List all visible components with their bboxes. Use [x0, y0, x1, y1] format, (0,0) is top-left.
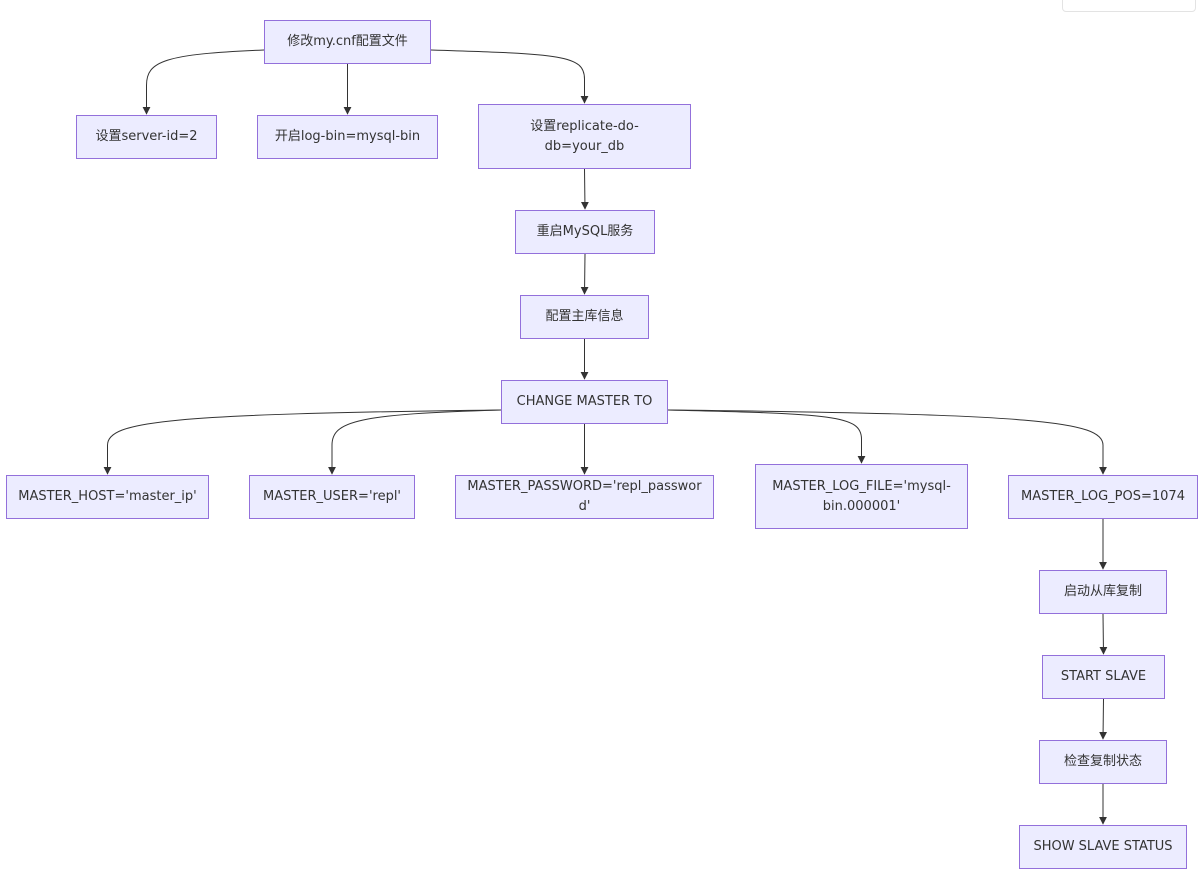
node-start-replication[interactable]: 启动从库复制	[1039, 570, 1167, 614]
node-master-user[interactable]: MASTER_USER='repl'	[249, 475, 415, 519]
node-label: 设置server-id=2	[95, 129, 198, 144]
node-edit-cnf[interactable]: 修改my.cnf配置文件	[264, 20, 431, 64]
node-replicate-do-db[interactable]: 设置replicate-do- db=your_db	[478, 104, 691, 169]
node-check-status[interactable]: 检查复制状态	[1039, 740, 1167, 784]
node-label: 设置replicate-do- db=your_db	[530, 118, 639, 154]
node-label: MASTER_LOG_POS=1074	[1021, 489, 1185, 504]
node-master-password[interactable]: MASTER_PASSWORD='repl_password'	[455, 475, 714, 519]
node-server-id[interactable]: 设置server-id=2	[76, 115, 217, 159]
edge-edit-cnf-to-server-id	[142, 49, 265, 115]
node-restart-mysql[interactable]: 重启MySQL服务	[515, 210, 655, 254]
node-config-master[interactable]: 配置主库信息	[520, 295, 649, 339]
node-log-bin[interactable]: 开启log-bin=mysql-bin	[257, 115, 438, 159]
node-master-host[interactable]: MASTER_HOST='master_ip'	[6, 475, 209, 519]
node-label: CHANGE MASTER TO	[516, 394, 653, 409]
node-show-slave-status[interactable]: SHOW SLAVE STATUS	[1019, 825, 1187, 869]
node-label: MASTER_USER='repl'	[262, 489, 402, 504]
node-start-slave[interactable]: START SLAVE	[1042, 655, 1165, 699]
node-label: START SLAVE	[1060, 669, 1147, 684]
node-label: 启动从库复制	[1063, 584, 1142, 599]
edge-restart-to-config-master	[580, 253, 589, 295]
edge-start-replication-to-start-slave	[1099, 613, 1108, 655]
edge-replicate-do-db-to-restart	[580, 168, 589, 210]
node-change-master-to[interactable]: CHANGE MASTER TO	[501, 380, 668, 424]
edge-edit-cnf-to-replicate-do-db	[430, 49, 589, 104]
edge-change-master-to-master-host	[103, 409, 502, 475]
edge-change-master-to-master-user	[328, 409, 502, 475]
node-master-log-pos[interactable]: MASTER_LOG_POS=1074	[1008, 475, 1198, 519]
node-label: MASTER_PASSWORD='repl_password'	[467, 479, 702, 514]
node-label: SHOW SLAVE STATUS	[1033, 839, 1173, 854]
corner-panel	[1062, 0, 1196, 12]
node-label: MASTER_LOG_FILE='mysql- bin.000001'	[772, 478, 951, 514]
edge-start-slave-to-check-status	[1099, 698, 1108, 740]
node-label: MASTER_HOST='master_ip'	[18, 489, 197, 504]
edge-change-master-to-master-log-file	[667, 409, 866, 464]
node-label: 检查复制状态	[1063, 754, 1142, 769]
node-label: 配置主库信息	[545, 309, 624, 324]
edge-change-master-to-master-log-pos	[667, 409, 1107, 475]
node-label: 开启log-bin=mysql-bin	[274, 129, 421, 144]
node-label: 重启MySQL服务	[536, 224, 634, 239]
node-master-log-file[interactable]: MASTER_LOG_FILE='mysql- bin.000001'	[755, 464, 968, 529]
node-label: 修改my.cnf配置文件	[287, 34, 408, 49]
